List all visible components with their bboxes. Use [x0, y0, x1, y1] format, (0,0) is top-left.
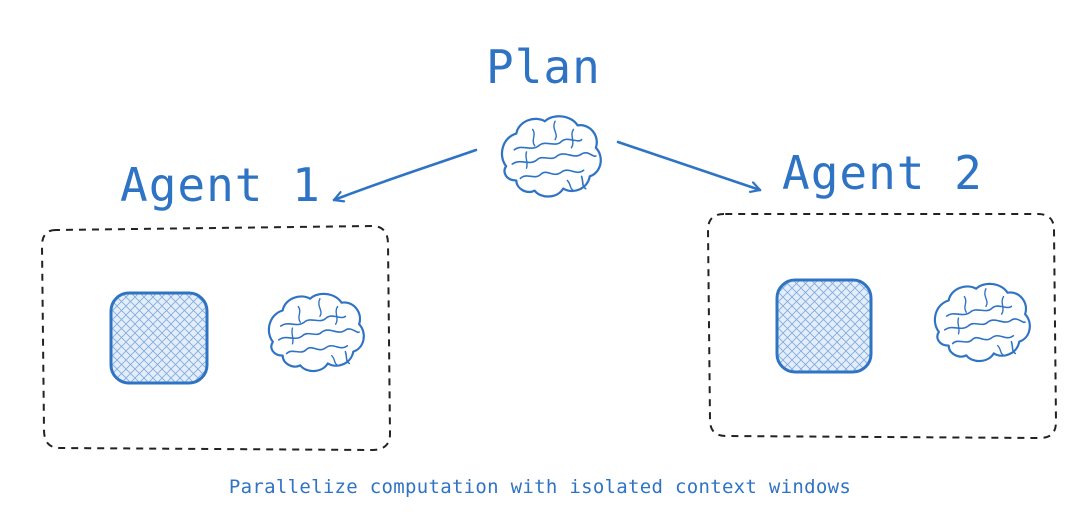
diagram-caption: Parallelize computation with isolated co… [228, 476, 852, 498]
arrow-to-agent-1 [332, 148, 478, 200]
agent-2-context-window-icon [775, 278, 873, 374]
agent-2-title: Agent 2 [782, 146, 983, 200]
arrow-to-agent-2 [616, 140, 762, 190]
plan-title: Plan [486, 40, 601, 94]
agent-1-brain-icon [267, 292, 365, 373]
agent-1-context-window-icon [109, 291, 209, 385]
agent-2-brain-icon [933, 282, 1031, 363]
agent-2-box [707, 213, 1057, 439]
agent-1-box [41, 225, 391, 451]
agent-1-title: Agent 1 [120, 158, 321, 212]
planner-brain-icon [500, 115, 602, 198]
